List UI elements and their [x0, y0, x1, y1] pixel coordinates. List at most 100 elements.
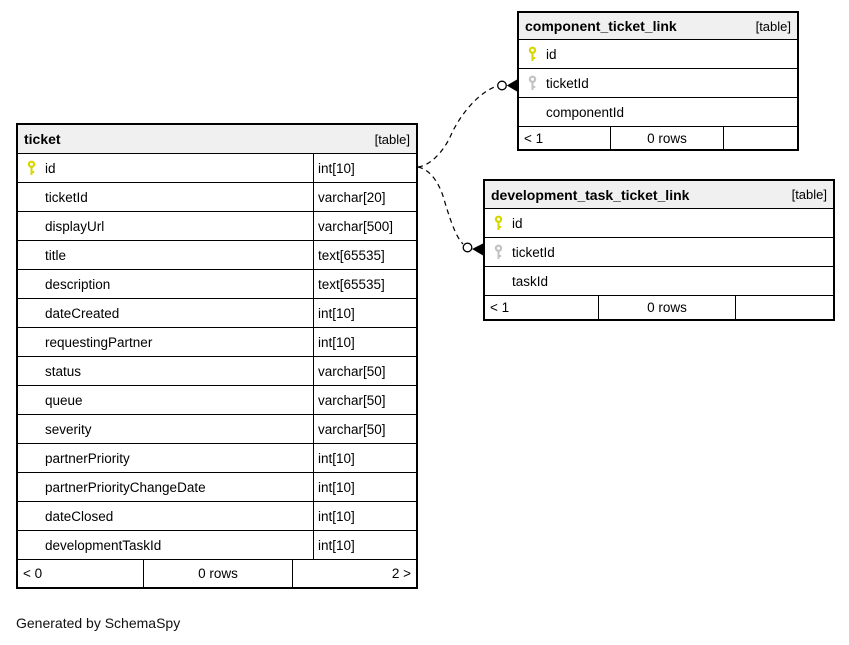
column-row-title: title text[65535] — [18, 241, 416, 270]
column-name-cell: dateClosed — [18, 502, 314, 530]
column-row-status: status varchar[50] — [18, 357, 416, 386]
column-name: dateCreated — [45, 305, 120, 321]
table-header: component_ticket_link [table] — [519, 13, 797, 40]
key-slot — [18, 160, 45, 177]
column-name: id — [546, 46, 557, 62]
edge-ticket-to-component-link — [417, 85, 498, 168]
column-type: int[10] — [318, 508, 355, 524]
column-row-id: id — [485, 209, 833, 238]
key-slot — [485, 244, 512, 261]
column-name-cell: title — [18, 241, 314, 269]
column-type: int[10] — [318, 334, 355, 350]
column-row-severity: severity varchar[50] — [18, 415, 416, 444]
column-name: ticketId — [546, 75, 589, 91]
column-name: taskId — [512, 273, 549, 289]
primary-key-icon — [528, 46, 537, 61]
column-name: status — [45, 363, 82, 379]
table-footer: < 0 0 rows 2 > — [18, 560, 416, 587]
column-name: severity — [45, 421, 92, 437]
table-node-component-ticket-link[interactable]: component_ticket_link [table] id — [517, 11, 799, 151]
column-row-dateCreated: dateCreated int[10] — [18, 299, 416, 328]
table-title[interactable]: component_ticket_link — [525, 18, 677, 34]
column-name-cell: taskId — [485, 267, 833, 295]
column-name: componentId — [546, 104, 625, 120]
column-name-cell: displayUrl — [18, 212, 314, 240]
row-count: 0 rows — [611, 127, 724, 149]
table-node-development-task-ticket-link[interactable]: development_task_ticket_link [table] id — [483, 179, 835, 321]
column-name: queue — [45, 392, 83, 408]
column-row-description: description text[65535] — [18, 270, 416, 299]
column-name-cell: dateCreated — [18, 299, 314, 327]
table-badge: [table] — [755, 18, 791, 34]
key-slot — [519, 75, 546, 92]
column-name: requestingPartner — [45, 334, 153, 350]
column-name: dateClosed — [45, 508, 114, 524]
column-row-queue: queue varchar[50] — [18, 386, 416, 415]
table-title[interactable]: ticket — [24, 131, 61, 147]
table-footer: < 1 0 rows — [485, 296, 833, 319]
table-footer: < 1 0 rows — [519, 127, 797, 149]
column-name-cell: ticketId — [485, 238, 833, 266]
column-name: title — [45, 247, 67, 263]
row-count: 0 rows — [599, 296, 736, 319]
column-name-cell: requestingPartner — [18, 328, 314, 356]
children-count — [724, 127, 797, 149]
column-row-id: id int[10] — [18, 154, 416, 183]
parents-count: < 1 — [519, 127, 611, 149]
column-name-cell: ticketId — [18, 183, 314, 211]
table-node-ticket[interactable]: ticket [table] id int[10] ticketId varch… — [16, 123, 418, 589]
column-row-id: id — [519, 40, 797, 69]
key-slot — [485, 215, 512, 232]
column-row-developmentTaskId: developmentTaskId int[10] — [18, 531, 416, 560]
column-name-cell: queue — [18, 386, 314, 414]
column-row-ticketId: ticketId — [519, 69, 797, 98]
column-name: developmentTaskId — [45, 537, 162, 553]
column-type: varchar[50] — [318, 421, 386, 437]
foreign-key-icon — [494, 244, 503, 259]
table-header: development_task_ticket_link [table] — [485, 181, 833, 209]
column-name-cell: developmentTaskId — [18, 531, 314, 559]
column-name-cell: status — [18, 357, 314, 385]
column-row-requestingPartner: requestingPartner int[10] — [18, 328, 416, 357]
column-type: int[10] — [318, 160, 355, 176]
table-title[interactable]: development_task_ticket_link — [491, 186, 690, 203]
edge-ticket-to-devtask-link — [417, 166, 464, 245]
column-row-dateClosed: dateClosed int[10] — [18, 502, 416, 531]
edge-arrowhead-devtask — [472, 243, 483, 256]
column-type: text[65535] — [318, 276, 385, 292]
column-name-cell: ticketId — [519, 69, 797, 97]
edge-circle-component — [497, 80, 507, 91]
column-name: partnerPriority — [45, 450, 130, 466]
table-badge: [table] — [374, 131, 410, 147]
parents-count: < 1 — [485, 296, 599, 319]
column-row-partnerPriorityChangeDate: partnerPriorityChangeDate int[10] — [18, 473, 416, 502]
column-name-cell: id — [485, 209, 833, 237]
foreign-key-icon — [528, 75, 537, 90]
children-count — [736, 296, 833, 319]
column-type: varchar[500] — [318, 218, 394, 234]
column-type: int[10] — [318, 305, 355, 321]
column-name-cell: id — [519, 40, 797, 68]
column-type: int[10] — [318, 479, 355, 495]
column-row-taskId: taskId — [485, 267, 833, 296]
column-name: id — [45, 160, 56, 176]
column-type: varchar[20] — [318, 189, 386, 205]
column-name: id — [512, 215, 523, 231]
column-type: varchar[50] — [318, 363, 386, 379]
column-type: text[65535] — [318, 247, 385, 263]
children-count: 2 > — [391, 566, 411, 581]
column-name-cell: partnerPriority — [18, 444, 314, 472]
table-badge: [table] — [791, 187, 827, 202]
column-name: ticketId — [512, 244, 555, 260]
column-name-cell: partnerPriorityChangeDate — [18, 473, 314, 501]
parents-count: < 0 — [18, 560, 144, 587]
primary-key-icon — [494, 215, 503, 230]
column-name: displayUrl — [45, 218, 105, 234]
column-type: int[10] — [318, 450, 355, 466]
column-row-partnerPriority: partnerPriority int[10] — [18, 444, 416, 473]
generator-note: Generated by SchemaSpy — [16, 615, 181, 631]
column-name-cell: description — [18, 270, 314, 298]
table-header: ticket [table] — [18, 125, 416, 154]
column-type: int[10] — [318, 537, 355, 553]
column-row-ticketId: ticketId varchar[20] — [18, 183, 416, 212]
